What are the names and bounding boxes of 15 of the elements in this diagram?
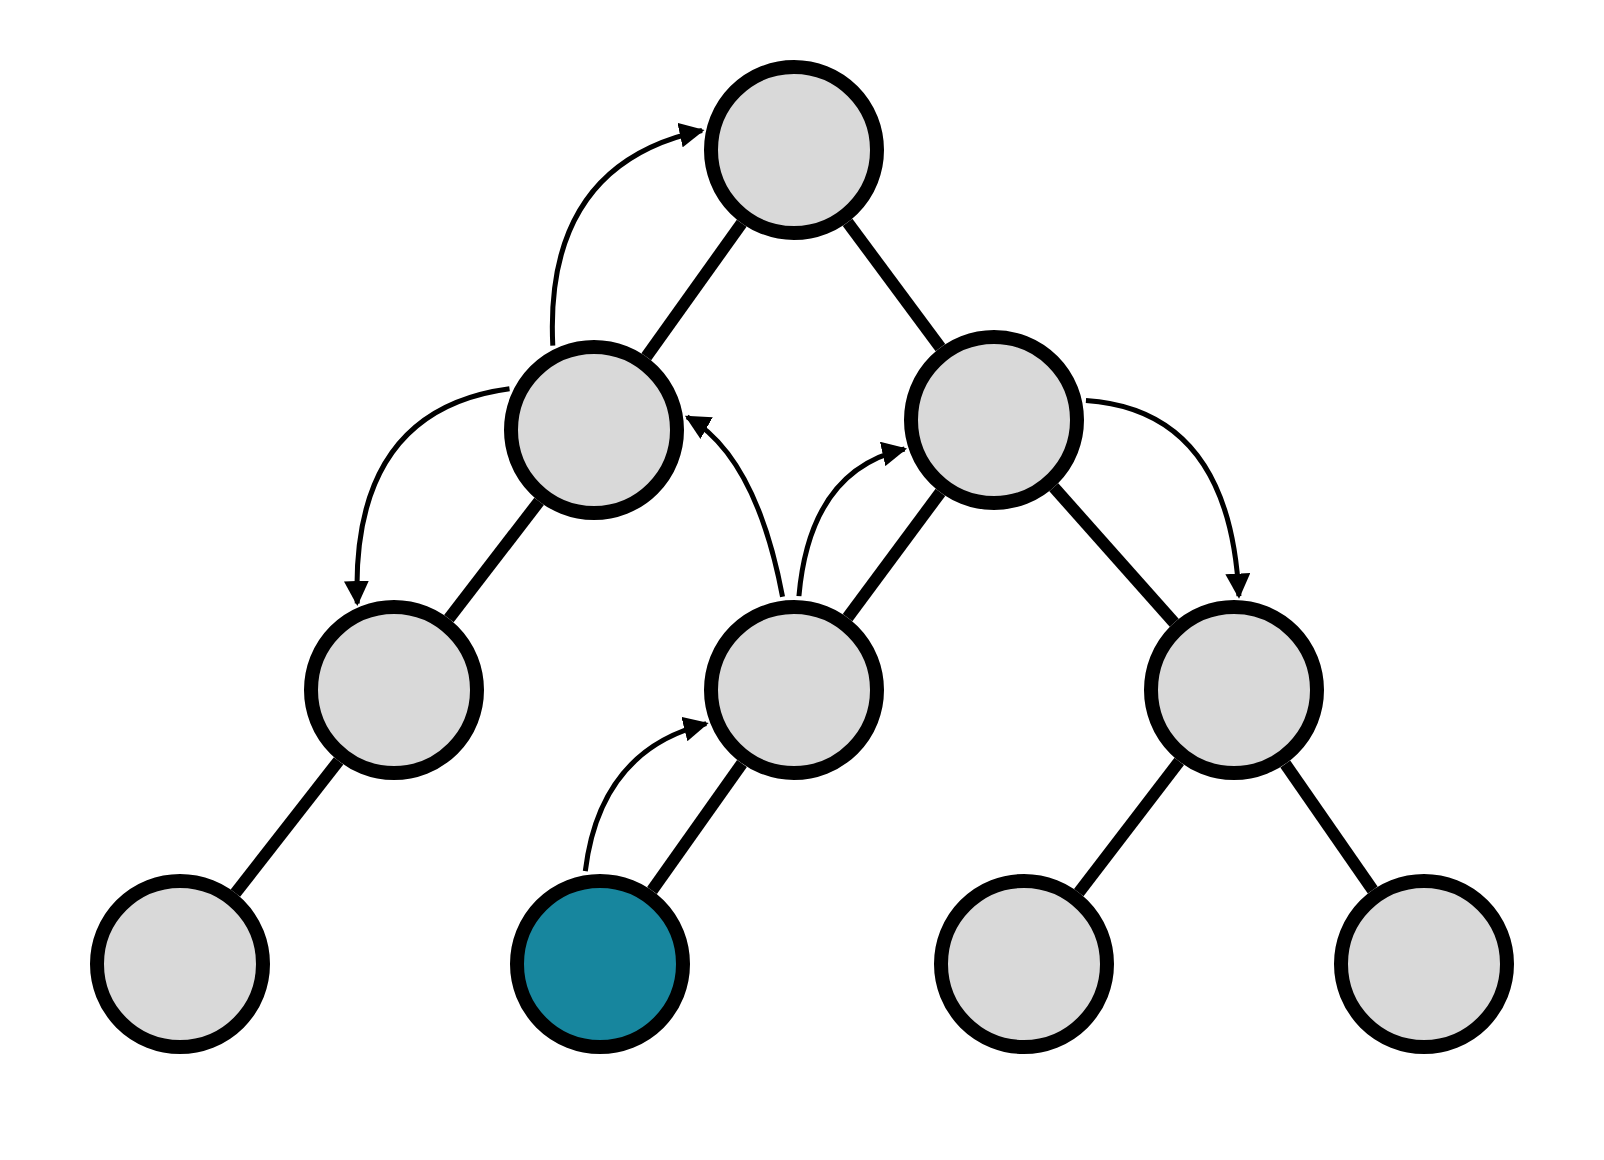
traversal-arrow — [344, 386, 510, 606]
tree-edge-line — [842, 218, 946, 352]
tree-edge-line — [641, 219, 747, 361]
tree-edge-line — [444, 497, 544, 623]
traversal-arrow — [1085, 397, 1250, 599]
traversal-arrow — [550, 124, 705, 346]
tree-edge-line — [1280, 760, 1378, 894]
tree-edge-line — [230, 757, 344, 897]
traversal-arrow — [582, 718, 709, 872]
traversal-arrow — [685, 414, 785, 598]
tree-edge-line — [1074, 757, 1184, 897]
traversal-arrow — [796, 443, 907, 597]
tree-edge-line — [842, 488, 946, 622]
tree-edge-line — [647, 760, 747, 894]
tree-edge-line — [1049, 483, 1179, 627]
